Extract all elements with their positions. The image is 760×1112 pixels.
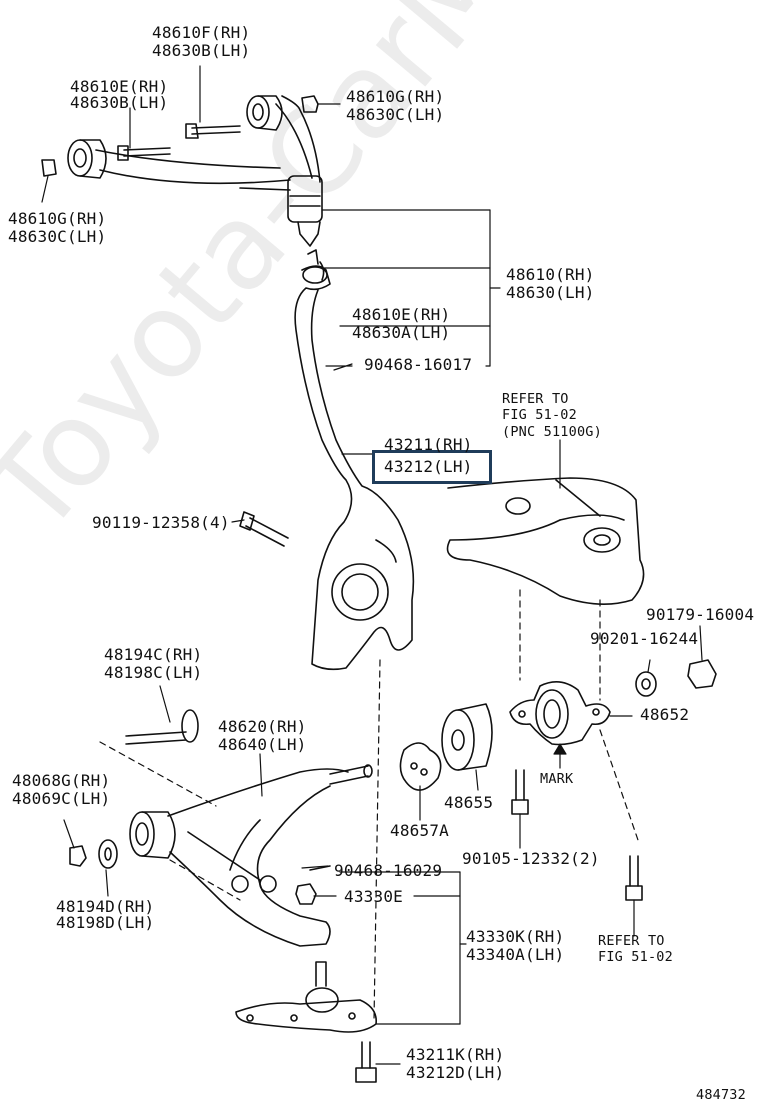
upper-control-arm-drawing (41, 95, 323, 247)
label-90119-12358[interactable]: 90119-12358(4) (92, 513, 230, 532)
label-48194D-rh[interactable]: 48194D(RH) (56, 897, 155, 916)
bushing-drawing (399, 659, 717, 901)
label-90468-16017[interactable]: 90468-16017 (364, 355, 473, 374)
label-48610G-rh-a[interactable]: 48610G(RH) (346, 87, 445, 106)
label-48610E-rh-a[interactable]: 48610E(RH) (70, 77, 169, 96)
label-48620-rh[interactable]: 48620(RH) (218, 717, 307, 736)
label-48198C-lh[interactable]: 48198C(LH) (104, 663, 203, 682)
label-48068G-rh[interactable]: 48068G(RH) (12, 771, 111, 790)
label-48198D-lh[interactable]: 48198D(LH) (56, 913, 155, 932)
label-48630-lh[interactable]: 48630(LH) (506, 283, 595, 302)
label-90201-16244[interactable]: 90201-16244 (590, 629, 699, 648)
label-43211K-rh[interactable]: 43211K(RH) (406, 1045, 505, 1064)
label-mark: MARK (540, 771, 574, 787)
label-43211-rh[interactable]: 43211(RH) (384, 435, 473, 454)
label-48657A[interactable]: 48657A (390, 821, 449, 840)
label-fig-51-02-1[interactable]: FIG 51-02 (502, 407, 577, 423)
label-48069C-lh[interactable]: 48069C(LH) (12, 789, 111, 808)
leader-lines (41, 65, 703, 1065)
label-48630B-lh-b[interactable]: 48630B(LH) (70, 93, 169, 112)
label-refer-to-1: REFER TO (502, 391, 569, 407)
label-48652[interactable]: 48652 (640, 705, 690, 724)
label-48630A-lh[interactable]: 48630A(LH) (352, 323, 451, 342)
label-43330K-rh[interactable]: 43330K(RH) (466, 927, 565, 946)
label-48630B-lh-a[interactable]: 48630B(LH) (152, 41, 251, 60)
label-48610-rh[interactable]: 48610(RH) (506, 265, 595, 284)
diagram-id: 484732 (696, 1087, 746, 1103)
label-90179-16004[interactable]: 90179-16004 (646, 605, 755, 624)
label-48610G-rh-b[interactable]: 48610G(RH) (8, 209, 107, 228)
label-48640-lh[interactable]: 48640(LH) (218, 735, 307, 754)
label-90468-16029[interactable]: 90468-16029 (334, 861, 443, 880)
label-43212D-lh[interactable]: 43212D(LH) (406, 1063, 505, 1082)
label-48194C-rh[interactable]: 48194C(RH) (104, 645, 203, 664)
label-48655[interactable]: 48655 (444, 793, 494, 812)
subframe-drawing (446, 477, 645, 605)
label-pnc-51100g: (PNC 51100G) (502, 424, 602, 440)
selected-part-highlight (372, 450, 492, 484)
label-43330E[interactable]: 43330E (344, 887, 403, 906)
label-43340A-lh[interactable]: 43340A(LH) (466, 945, 565, 964)
label-48630C-lh-a[interactable]: 48630C(LH) (346, 105, 445, 124)
label-48610F-rh[interactable]: 48610F(RH) (152, 23, 251, 42)
label-48610E-rh-b[interactable]: 48610E(RH) (352, 305, 451, 324)
label-48630C-lh-b[interactable]: 48630C(LH) (8, 227, 107, 246)
lower-ball-joint-drawing (235, 865, 377, 1083)
label-90105-12332[interactable]: 90105-12332(2) (462, 849, 600, 868)
steering-knuckle-drawing (239, 249, 415, 671)
label-43212-lh[interactable]: 43212(LH) (384, 457, 473, 476)
lower-control-arm-drawing (69, 709, 373, 947)
label-fig-51-02-2[interactable]: FIG 51-02 (598, 949, 673, 965)
label-refer-to-2: REFER TO (598, 933, 665, 949)
